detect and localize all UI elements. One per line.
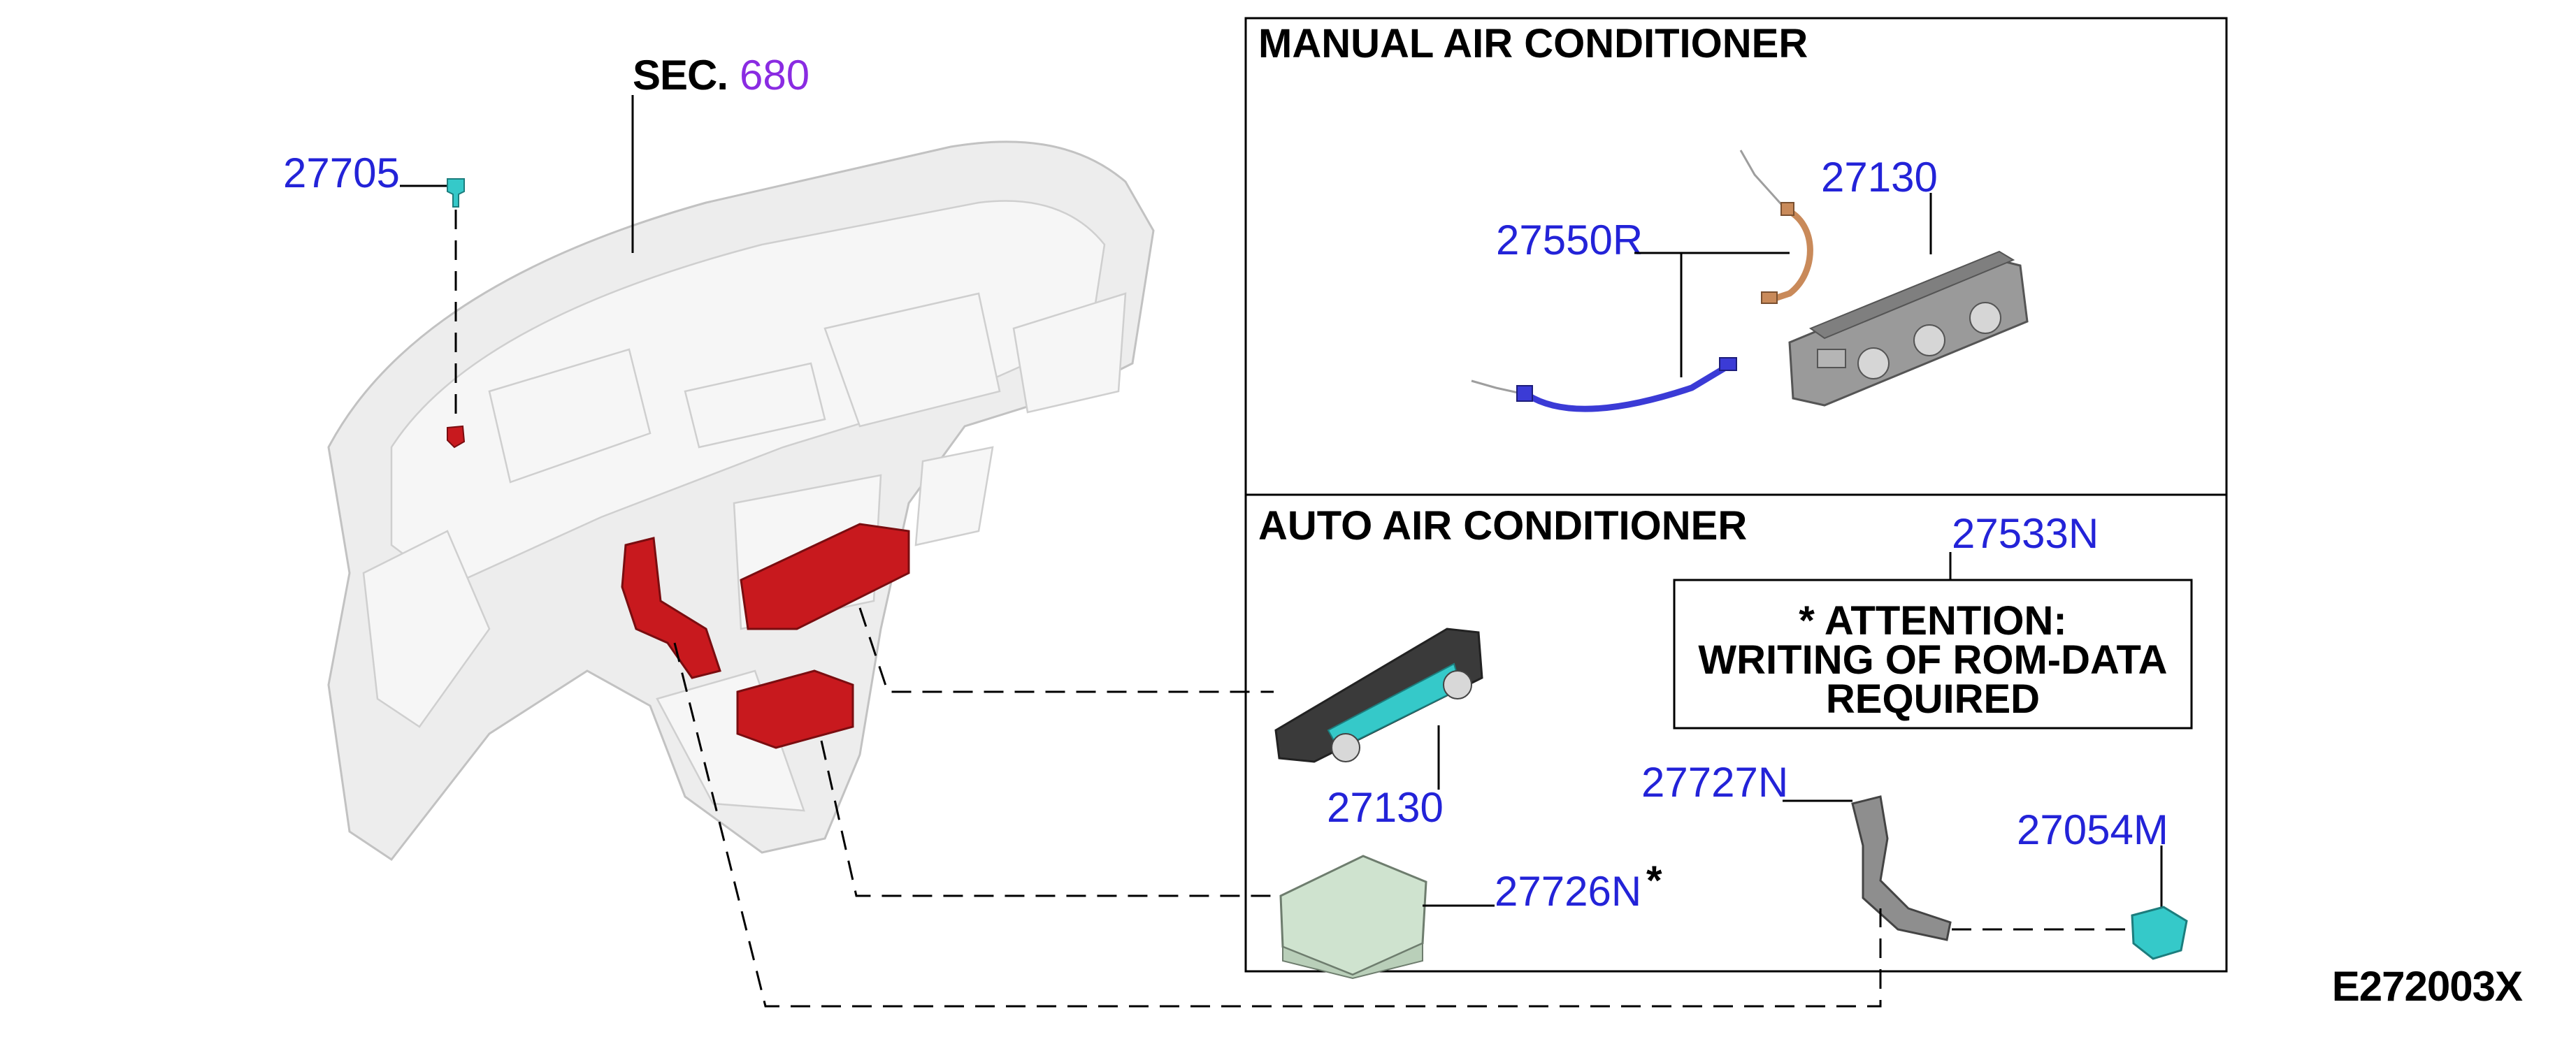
manual-ac-box [1244, 17, 2228, 496]
ac-control-red [740, 523, 910, 630]
part-27705[interactable]: 27705 [283, 150, 400, 196]
ac-amplifier-module [1279, 855, 1427, 980]
figure-id: E272003X [2332, 963, 2523, 1010]
manual-ac-heading: MANUAL AIR CONDITIONER [1258, 21, 1808, 66]
auto-ac-box [1244, 493, 2228, 973]
rom-asterisk: * [1646, 858, 1662, 904]
part-27054m[interactable]: 27054M [2017, 806, 2168, 853]
part-27727n[interactable]: 27727N [1641, 759, 1788, 806]
duct-red [621, 537, 721, 679]
ac-unit-red [736, 669, 854, 749]
sec-ref-number[interactable]: 680 [740, 52, 810, 99]
attention-box [1673, 579, 2193, 730]
instrument-panel-illustration [327, 140, 1155, 862]
auto-ac-heading: AUTO AIR CONDITIONER [1258, 503, 1747, 549]
ac-control-panel-manual [1788, 250, 2029, 407]
part-27726n[interactable]: 27726N [1495, 868, 1641, 915]
sec-ref-prefix: SEC. [633, 52, 728, 99]
part-27533n[interactable]: 27533N [1952, 510, 2099, 557]
clip-red [447, 425, 466, 449]
attention-line1: * ATTENTION: [1799, 598, 2066, 644]
part-27130-manual[interactable]: 27130 [1821, 154, 1938, 201]
part-27550r[interactable]: 27550R [1496, 217, 1643, 263]
sensor-cyan-icon [2131, 906, 2188, 960]
highlighted-parts [447, 425, 910, 749]
leader-to-27130-auto [858, 607, 1274, 693]
attention-line2: WRITING OF ROM-DATA [1698, 637, 2167, 683]
ac-control-panel-auto [1274, 628, 1483, 763]
attention-line3: REQUIRED [1826, 676, 2040, 722]
clip-cyan-icon [447, 178, 465, 208]
aspirator-duct [1851, 795, 1952, 941]
leader-to-27727n [673, 642, 1882, 1008]
part-27130-auto[interactable]: 27130 [1327, 784, 1444, 831]
leader-to-27726n [820, 740, 1279, 897]
harness-brown [1739, 150, 1813, 304]
harness-blue [1471, 357, 1737, 412]
